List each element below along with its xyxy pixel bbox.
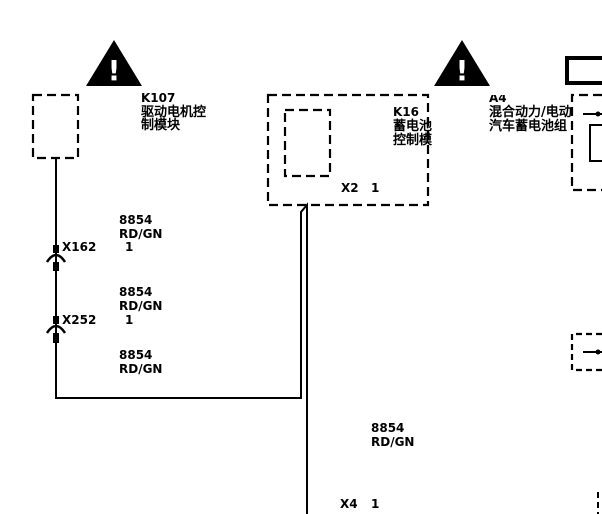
k16-name-line1: 蓄电池 (393, 118, 432, 134)
k16-pin-number: 1 (371, 181, 379, 195)
connector-x162-pin: 1 (125, 240, 133, 254)
svg-text:!: ! (108, 54, 121, 87)
k16-module-box[interactable] (266, 93, 430, 207)
a4-module-box[interactable] (570, 93, 602, 192)
a4-id: A4 (489, 91, 507, 105)
k16-name-line2: 控制模 (393, 132, 433, 148)
wire-1-color: RD/GN (119, 227, 162, 241)
connector-x252-pin: 1 (125, 313, 133, 327)
connector-x4-id: X4 (340, 497, 358, 511)
connector-x162[interactable] (45, 245, 67, 271)
wire-3-color: RD/GN (119, 362, 162, 376)
k107-id: K107 (141, 91, 175, 105)
wire-8854[interactable] (55, 158, 308, 514)
connector-x252[interactable] (45, 316, 67, 343)
k107-module-box[interactable] (31, 93, 80, 160)
warning-icon-a4: ! (434, 40, 490, 87)
connector-x252-id: X252 (62, 313, 96, 327)
a4-internal-part (589, 124, 602, 162)
k16-pin-label: X2 (341, 181, 359, 195)
connector-x162-id: X162 (62, 240, 96, 254)
wire-3-circuit: 8854 (119, 348, 152, 362)
k107-name-line2: 制模块 (141, 117, 181, 133)
a4-terminal-block (565, 56, 602, 85)
connector-x4-pin: 1 (371, 497, 379, 511)
wire-1-circuit: 8854 (119, 213, 152, 227)
k16-id: K16 (393, 105, 419, 119)
k107-name-line1: 驱动电机控 (141, 104, 206, 120)
a4-name-line2: 汽车蓄电池组 (489, 118, 567, 134)
a4-lower-box (570, 332, 602, 372)
svg-text:!: ! (456, 54, 469, 87)
wire-2-circuit: 8854 (119, 285, 152, 299)
wire-2-color: RD/GN (119, 299, 162, 313)
wire-4-circuit: 8854 (371, 421, 404, 435)
a4-name-line1: 混合动力/电动 (489, 104, 572, 120)
wire-4-color: RD/GN (371, 435, 414, 449)
warning-icon-k107: ! (86, 40, 142, 87)
k16-pin-box[interactable] (283, 108, 332, 178)
